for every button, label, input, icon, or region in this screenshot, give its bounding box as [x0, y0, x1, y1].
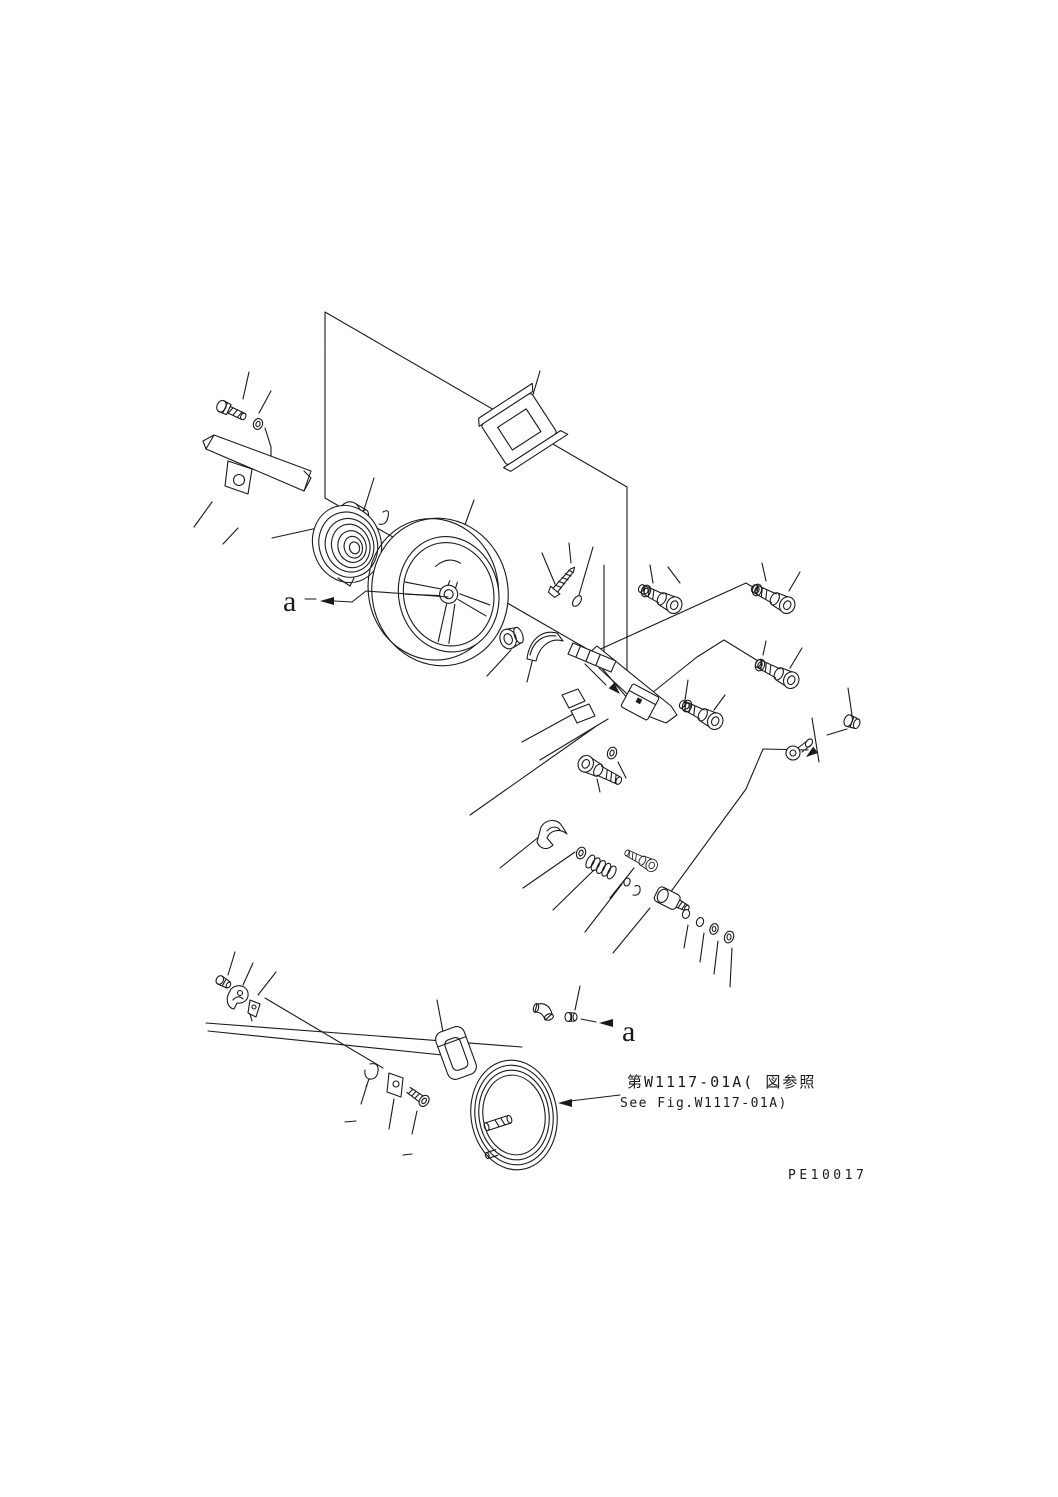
clip-bracket — [247, 999, 261, 1022]
hex-nut — [843, 714, 861, 730]
spring-tail — [337, 577, 355, 587]
reference-note-jp: 第W1117-01A( 図参照 — [627, 1073, 816, 1091]
view-label-top-text: a — [283, 585, 296, 618]
lock-washer-top-left — [252, 418, 264, 430]
reference-note-en: See Fig.W1117-01A) — [620, 1096, 788, 1111]
elbow-fitting-right — [785, 738, 814, 761]
hex-bolt-bottom-left — [215, 975, 232, 989]
hex-bolt-small — [621, 845, 660, 875]
spring-hook — [378, 510, 389, 525]
view-label-bottom-text: a — [622, 1015, 635, 1048]
starter-handle — [435, 1026, 477, 1080]
flow-arrow-icon — [806, 746, 818, 757]
tapping-screw — [547, 566, 576, 598]
control-rod — [205, 1022, 523, 1057]
view-label-bottom: a — [580, 1015, 635, 1048]
reference-arrow-icon — [558, 1099, 572, 1107]
hose-end-fitting — [483, 1114, 513, 1132]
o-ring — [571, 595, 583, 607]
elbow-fitting-hose — [532, 1003, 554, 1021]
view-arrow-top-icon — [320, 597, 334, 605]
washer-bolt-set-a — [634, 579, 686, 617]
spiral-recoil-spring — [311, 504, 383, 584]
drawing-code: PE10017 — [788, 1168, 867, 1183]
banjo-valve — [653, 886, 690, 912]
washer-bolt-set-b — [747, 579, 799, 617]
reference-note: 第W1117-01A( 図参照 See Fig.W1117-01A) — [558, 1073, 816, 1111]
washer-bolt-set-d — [675, 695, 727, 733]
control-lever — [561, 642, 678, 724]
hex-bolt-top-left — [216, 399, 247, 421]
cover-plate — [386, 1072, 404, 1098]
guide-frame — [478, 382, 569, 472]
bracket-lever — [202, 434, 312, 495]
hex-bolt-plate — [406, 1086, 430, 1107]
washer — [574, 845, 588, 861]
coil-spring — [585, 854, 617, 880]
washer-set — [681, 909, 735, 944]
clamp-bracket — [536, 819, 568, 850]
section-arrow-icon — [608, 682, 620, 694]
leader-lines — [193, 370, 853, 1156]
pipe-clamp — [226, 985, 249, 1010]
wire-clip — [364, 1063, 379, 1088]
view-arrow-bottom-icon — [599, 1019, 613, 1027]
hex-nut-hose — [564, 1011, 578, 1023]
coiled-hose — [470, 1059, 558, 1171]
collar-bushing — [499, 626, 524, 650]
hose-stub — [484, 1149, 499, 1160]
pivot-block — [635, 697, 643, 705]
view-label-top: a — [283, 585, 449, 618]
washer-and-hook — [623, 877, 641, 896]
rope-reel-pulley — [367, 517, 509, 667]
hex-bolt-lower-left — [574, 745, 626, 790]
cam-guide — [526, 631, 564, 662]
